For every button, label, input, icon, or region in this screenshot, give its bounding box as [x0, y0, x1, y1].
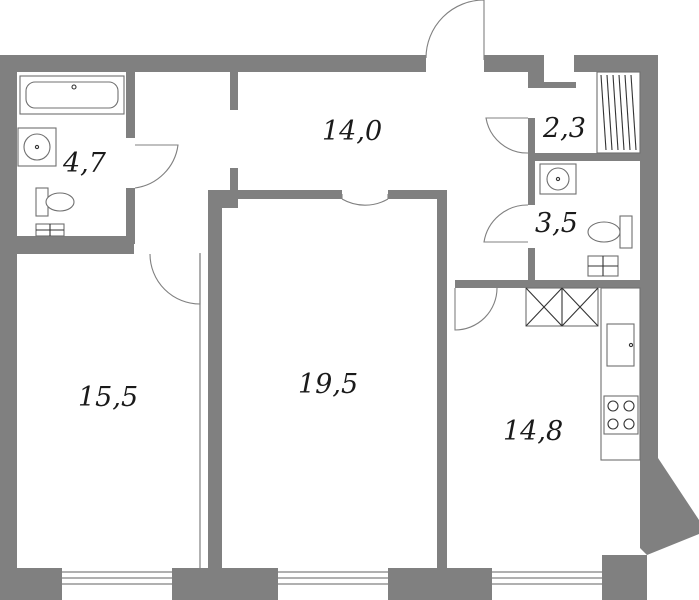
sink-icon — [17, 127, 57, 167]
wc-radiator-icon — [587, 255, 619, 277]
shelving-icon — [596, 71, 641, 154]
radiator-icon — [35, 223, 65, 237]
thin-lines — [62, 253, 602, 585]
bedroom-area-label: 15,5 — [78, 382, 138, 413]
walls — [0, 55, 699, 600]
storage-area-label: 2,3 — [542, 113, 586, 144]
fixtures — [17, 71, 641, 461]
hallway-area-label: 14,0 — [322, 116, 382, 147]
area-labels: 4,7 14,0 2,3 3,5 15,5 19,5 14,8 — [62, 113, 586, 447]
wc-toilet-icon — [587, 215, 633, 249]
wc-area-label: 3,5 — [535, 208, 578, 239]
stove-icon — [603, 395, 639, 435]
wc-sink-icon — [539, 163, 577, 195]
kitchen-sink-icon — [606, 323, 635, 367]
kitchen-area-label: 14,8 — [503, 416, 563, 447]
doors — [134, 0, 529, 331]
kitchen-cabinets-icon — [525, 287, 599, 327]
bathroom-area-label: 4,7 — [62, 148, 107, 179]
bathtub-icon — [19, 75, 125, 115]
living-room-area-label: 19,5 — [298, 369, 358, 400]
toilet-icon — [35, 187, 75, 217]
